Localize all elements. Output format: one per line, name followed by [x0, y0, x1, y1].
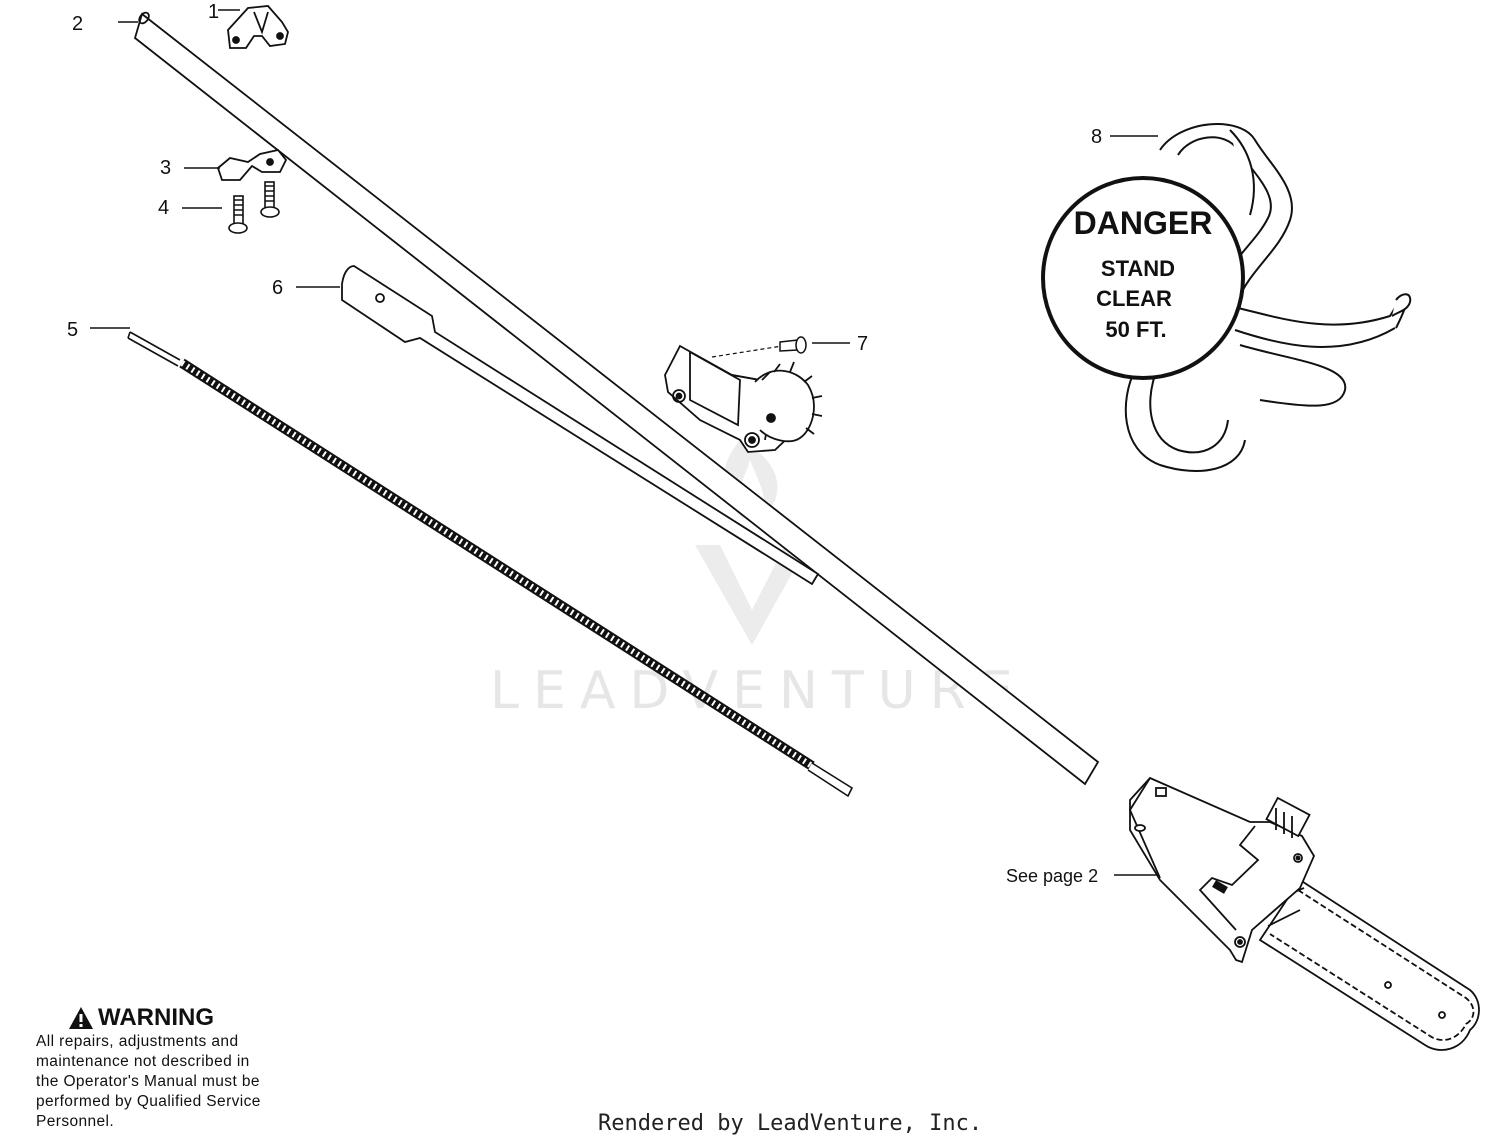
- saw-head: [1128, 776, 1480, 1051]
- callout-3: 3: [160, 157, 171, 179]
- callout-8: 8: [1091, 126, 1102, 148]
- assembly-line: [711, 345, 783, 358]
- callout-2: 2: [72, 13, 83, 35]
- danger-line-3: 50 FT.: [1105, 317, 1166, 342]
- danger-title: DANGER: [1074, 205, 1213, 241]
- warning-line-3: the Operator's Manual must be: [36, 1073, 260, 1090]
- warning-line-4: performed by Qualified Service: [36, 1093, 261, 1110]
- shoulder-strap: [1124, 123, 1412, 472]
- drive-shaft: [127, 331, 854, 798]
- warning-body: All repairs, adjustments and maintenance…: [36, 1032, 326, 1132]
- callout-6: 6: [272, 277, 283, 299]
- clamp-upper: [227, 5, 289, 49]
- shaft-liner: [341, 265, 820, 586]
- screw: [260, 181, 280, 218]
- callout-4: 4: [158, 197, 169, 219]
- screw: [228, 195, 248, 234]
- danger-tag: DANGER STAND CLEAR 50 FT.: [1041, 176, 1245, 380]
- warning-line-1: All repairs, adjustments and: [36, 1033, 239, 1050]
- callout-5: 5: [67, 319, 78, 341]
- pole-tube: [133, 11, 1100, 786]
- warning-line-5: Personnel.: [36, 1113, 115, 1130]
- small-screw: [779, 336, 807, 354]
- callout-7: 7: [857, 333, 868, 355]
- danger-line-1: STAND: [1101, 256, 1175, 281]
- warning-heading: WARNING: [36, 1004, 326, 1032]
- warning-notice: WARNING All repairs, adjustments and mai…: [36, 1004, 326, 1132]
- callout-1: 1: [208, 1, 219, 23]
- footer-credit: Rendered by LeadVenture, Inc.: [598, 1111, 982, 1136]
- watermark-text: LEADVENTURE: [490, 661, 1027, 721]
- danger-line-2: CLEAR: [1096, 286, 1172, 311]
- warning-triangle-icon: [69, 1007, 93, 1029]
- warning-line-2: maintenance not described in: [36, 1053, 250, 1070]
- clamp-lower: [216, 148, 288, 181]
- see-page-reference: See page 2: [1006, 866, 1098, 886]
- warning-title: WARNING: [98, 1004, 214, 1031]
